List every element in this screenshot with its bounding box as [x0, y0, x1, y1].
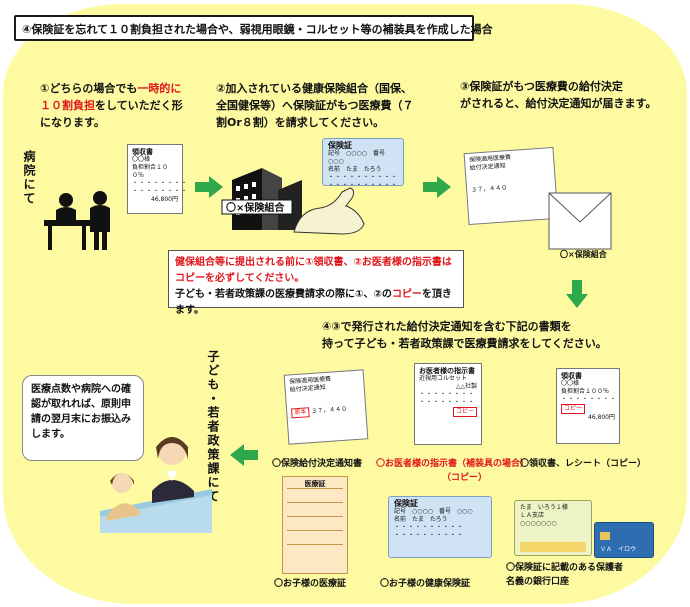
step3-line1: ③保険証がもつ医療費の給付決定: [460, 80, 623, 93]
prescription-line2: △△社製: [455, 383, 477, 390]
notice-line1: 健保組合等に提出される前に①領収書、②お医者様の指示書は: [175, 257, 452, 268]
notice-line2: コピーを必ずしてください。: [175, 273, 305, 284]
insurance-building-label: 〇×保険組合: [226, 203, 285, 214]
doc-insurance-dots1: ・・・・・・・・・・: [394, 524, 465, 531]
notice-line3-red: コピー: [391, 289, 422, 300]
doc-insurance-title: 保険証: [394, 499, 418, 508]
step2-line3: 割Or８割）を請求してください。: [216, 116, 385, 129]
step1-highlight2: １０割負担: [40, 99, 95, 112]
insurance-card-small: 保険証 記号 ○○○○ 番号 ○○○ 名前 たま たろう ・・・・・・・・・・ …: [322, 138, 404, 189]
doc-insurance-line1: 記号 ○○○○ 番号 ○○○: [394, 508, 473, 515]
doc-receipt-amount: 46,800円: [588, 414, 615, 421]
label-bank1: 〇保険証に記載のある保護者: [506, 563, 624, 573]
speech-line1: 医療点数や病院への確: [31, 384, 131, 395]
step4-line1: ④③で発行された給付決定通知を含む下記の書類を: [322, 320, 572, 333]
step1-pre: ①どちらの場合でも: [40, 82, 138, 95]
insurance-card-line1: 記号 ○○○○ 番号 ○○○: [328, 150, 391, 165]
doc-prescription: お医者様の指示書 近視用コルセット △△社製 ・・・・・・・・ ・・・・・・・・…: [414, 363, 482, 445]
receipt-copy-stamp: コピー: [561, 404, 586, 414]
arrow-down-icon: [566, 280, 588, 308]
notification-doc: 保険適用医療費 給付決定通知 ３７，４４０: [463, 146, 559, 226]
bankbook-name: たま いろう１様: [520, 504, 568, 511]
label-notification: 〇保険給付決定通知書: [272, 459, 363, 469]
speech-bubble: 医療点数や病院への確 認が取れれば、原則申 請の翌月末にお振込み します。: [22, 375, 144, 461]
speech-line2: 認が取れれば、原則申: [31, 399, 131, 410]
bank-card: ＶＡ イロウ: [594, 522, 654, 558]
envelope-label: 〇×保険組合: [560, 250, 607, 259]
label-insurance-card: 〇お子様の健康保険証: [380, 579, 471, 589]
receipt-doc: 領収書 〇〇様 負担割合１００％ ・・・・・・・・ ・・・・・・・・ 46,80…: [127, 144, 189, 214]
doc-receipt-name: 〇〇様: [561, 380, 580, 387]
step4-line2: 持って子ども・若者政策課で医療費請求をしてください。: [322, 337, 607, 350]
step2-line1: ②加入されている健康保険組合（国保、: [216, 82, 412, 95]
insurance-card-dots1: ・・・・・・・・・・: [328, 174, 399, 181]
doc-notification: 保険適用医療費 給付決定通知 原本 ３７，４４０: [283, 369, 369, 445]
doc-insurance-card: 保険証 記号 ○○○○ 番号 ○○○ 名前 たま たろう ・・・・・・・・・・ …: [388, 496, 492, 558]
arrow-right-icon: [195, 176, 223, 198]
bank-card-label: ＶＡ イロウ: [600, 546, 637, 553]
receipt-dots1: ・・・・・・・・: [132, 180, 189, 187]
prescription-line1: 近視用コルセット: [419, 375, 468, 382]
label-prescription: 〇お医者様の指示書（補装具の場合）: [376, 459, 530, 469]
notice-line3-post: を頂きます。: [175, 289, 452, 316]
doc-medical-cert: 医療証: [282, 476, 348, 574]
step4-text: ④③で発行された給付決定通知を含む下記の書類を 持って子ども・若者政策課で医療費…: [322, 318, 622, 352]
medical-cert-title: 医療証: [287, 480, 343, 489]
doc-receipt-line: 負担割合１００％: [561, 388, 610, 395]
receipt-title: 領収書: [132, 148, 153, 156]
label-prescription-copy: （コピー）: [442, 473, 488, 483]
notification-amount: ３７，４４０: [470, 184, 508, 194]
bankbook-line: ＬＡ支店 ○○○○○○○: [520, 512, 557, 527]
speech-line3: 請の翌月末にお振込み: [31, 414, 131, 425]
doc-receipt: 領収書 〇〇様 負担割合１００％ ・・・・・・・・ コピー 46,800円: [556, 368, 620, 444]
receipt-dots2: ・・・・・・・・: [132, 188, 189, 195]
doc-bankbook: たま いろう１様 ＬＡ支店 ○○○○○○○: [514, 500, 592, 556]
step1-post: をしていただく形: [95, 99, 183, 112]
doc-notice-amount: ３７，４４０: [310, 405, 348, 416]
label-receipt: 〇領収書、レシート（コピー）: [520, 459, 647, 469]
doc-insurance-line2: 名前 たま たろう: [394, 516, 448, 523]
notice-line3-pre: 子ども・若者政策課の医療費請求の際に①、②の: [175, 289, 392, 300]
page-title: ④保険証を忘れて１０割負担された場合や、弱視用眼鏡・コルセット等の補装具を作成し…: [14, 15, 493, 41]
hospital-label: 病院にて: [22, 150, 36, 206]
prescription-copy-stamp: コピー: [452, 407, 477, 417]
hospital-reception-icon: [44, 191, 110, 250]
insurance-card-title: 保険証: [328, 141, 352, 150]
envelope-icon: [548, 192, 612, 250]
hand-icon: [293, 187, 365, 235]
insurance-building-icon: [221, 168, 302, 230]
prescription-title: お医者様の指示書: [419, 367, 475, 375]
step2-line2: 全国健保等）へ保険証がもつ医療費（７: [216, 99, 414, 112]
step1-highlight1: 一時的に: [137, 82, 182, 95]
insurance-card-line2: 名前 たま たろう: [328, 166, 382, 173]
step1-text: ①どちらの場合でも一時的に １０割負担をしていただく形 になります。: [40, 80, 190, 131]
step1-line3: になります。: [40, 116, 105, 129]
receipt-line: 負担割合１００％: [132, 164, 169, 179]
label-medical-cert: 〇お子様の医療証: [274, 579, 347, 589]
step3-text: ③保険証がもつ医療費の給付決定 がされると、給付決定通知が届きます。: [460, 78, 660, 112]
arrow-right-icon: [423, 176, 451, 198]
receipt-name: 〇〇様: [132, 156, 151, 163]
arrow-left-icon: [230, 444, 258, 466]
insurance-card-dots2: ・・・・・・・・・・: [328, 182, 399, 189]
doc-insurance-dots2: ・・・・・・・・・・: [394, 532, 465, 539]
speech-line4: します。: [31, 429, 70, 440]
copy-notice: 健保組合等に提出される前に①領収書、②お医者様の指示書は コピーを必ずしてくださ…: [168, 250, 464, 316]
doc-receipt-title: 領収書: [561, 372, 582, 380]
office-vertical-label: 子ども・若者政策課にて: [206, 350, 220, 504]
counter-staff-illustration: [100, 437, 212, 533]
label-bank2: 名義の銀行口座: [506, 577, 570, 587]
step3-line2: がされると、給付決定通知が届きます。: [460, 97, 657, 110]
receipt-amount: 46,800円: [151, 196, 178, 203]
original-stamp: 原本: [291, 407, 310, 419]
step2-text: ②加入されている健康保険組合（国保、 全国健保等）へ保険証がもつ医療費（７ 割O…: [216, 80, 416, 131]
